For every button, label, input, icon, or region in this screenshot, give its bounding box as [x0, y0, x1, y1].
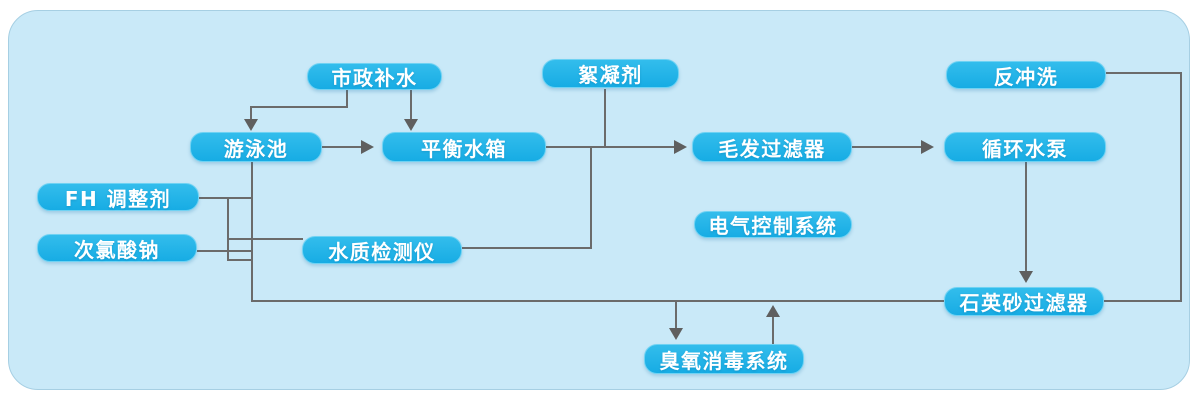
connector-h: [322, 146, 362, 148]
connector-v: [251, 162, 253, 301]
connector-h: [227, 238, 303, 240]
connector-h: [1104, 300, 1182, 302]
node-ph-adjuster: FH 调整剂: [37, 183, 199, 211]
connector-v: [410, 90, 412, 120]
arrow-down-icon: [404, 119, 418, 131]
node-backwash: 反冲洗: [946, 61, 1106, 89]
connector-h: [1106, 72, 1182, 74]
node-ozone-disinfection-system: 臭氧消毒系统: [644, 344, 804, 374]
arrow-down-icon: [244, 119, 258, 131]
connector-v: [772, 317, 774, 344]
node-municipal-water: 市政补水: [307, 63, 442, 90]
connector-h: [227, 259, 253, 261]
node-flocculant: 絮凝剂: [542, 59, 679, 88]
connector-h: [197, 250, 253, 252]
diagram-panel: 市政补水 絮凝剂 反冲洗 游泳池 平衡水箱 毛发过滤器 循环水泵 FH 调整剂 …: [8, 10, 1190, 390]
node-electrical-control-system: 电气控制系统: [694, 211, 852, 238]
node-circulation-pump: 循环水泵: [944, 132, 1106, 162]
arrow-down-icon: [669, 328, 683, 340]
arrow-right-icon: [361, 140, 374, 154]
connector-v: [1025, 162, 1027, 272]
node-balance-tank: 平衡水箱: [382, 132, 546, 162]
arrow-right-icon: [674, 140, 687, 154]
connector-v: [1180, 72, 1182, 301]
arrow-right-icon: [921, 140, 934, 154]
node-water-quality-monitor: 水质检测仪: [302, 236, 462, 264]
connector-v: [590, 146, 592, 249]
connector-v: [604, 89, 606, 147]
node-sodium-hypochlorite: 次氯酸钠: [37, 234, 197, 262]
node-swimming-pool: 游泳池: [190, 132, 322, 162]
connector-h: [250, 106, 347, 108]
connector-h: [546, 146, 675, 148]
arrow-down-icon: [1019, 271, 1033, 283]
connector-v: [346, 90, 348, 108]
connector-v: [250, 106, 252, 120]
connector-v: [227, 197, 229, 261]
node-hair-filter: 毛发过滤器: [692, 132, 852, 162]
connector-h: [852, 146, 922, 148]
node-quartz-sand-filter: 石英砂过滤器: [944, 287, 1104, 316]
arrow-up-icon: [766, 305, 780, 317]
connector-h: [199, 197, 253, 199]
connector-h: [462, 247, 591, 249]
connector-v: [675, 301, 677, 329]
connector-h: [251, 300, 945, 302]
